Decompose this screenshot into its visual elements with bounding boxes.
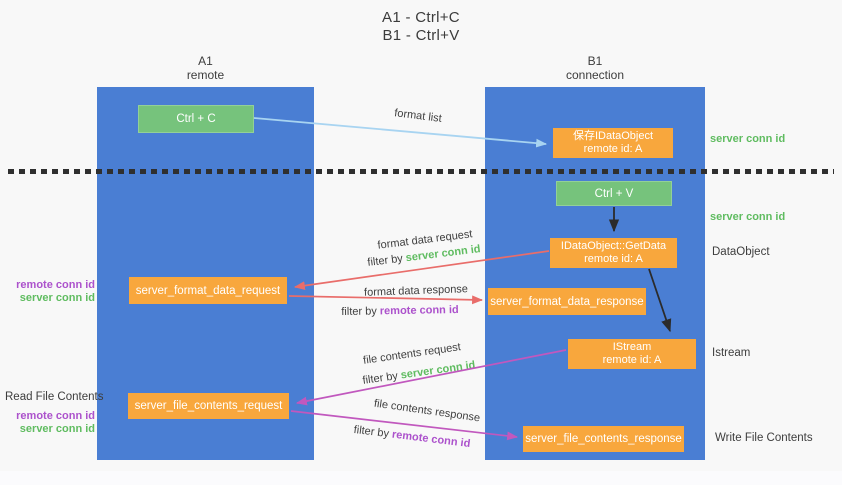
title-line-2: B1 - Ctrl+V: [382, 27, 460, 44]
server-file-contents-request-box: server_file_contents_request: [128, 393, 289, 419]
istream-line1: IStream: [612, 340, 652, 353]
format-request-conn-ids: remote conn id server conn id: [0, 279, 95, 305]
filter-by-text: filter by: [353, 423, 393, 441]
save-idataobject-box: 保存IDataObject remote id: A: [553, 128, 673, 158]
page-bottom-margin: [0, 471, 842, 485]
remote-column-subtitle: remote: [186, 68, 225, 82]
server-conn-id-text: server conn id: [19, 423, 95, 435]
file-contents-response-label: file contents response: [373, 397, 481, 425]
istream-box: IStream remote id: A: [568, 339, 696, 369]
read-file-contents-label: Read File Contents: [5, 391, 104, 403]
ctrl-c-box: Ctrl + C: [138, 105, 254, 133]
getdata-line1: IDataObject::GetData: [560, 239, 667, 252]
save-idataobject-line2: remote id: A: [583, 143, 643, 155]
remote-conn-id-text: remote conn id: [391, 428, 471, 451]
save-idataobject-line1: 保存IDataObject: [572, 129, 654, 142]
format-list-label: format list: [393, 107, 443, 125]
ctrl-v-box: Ctrl + V: [556, 181, 672, 206]
remote-column-header: A1 remote: [97, 54, 314, 82]
connection-column-title: B1: [587, 54, 603, 68]
server-conn-id-text: server conn id: [399, 359, 477, 382]
remote-conn-id-text: remote conn id: [16, 279, 95, 291]
connection-column-header: B1 connection: [485, 54, 705, 82]
server-format-data-request-box: server_format_data_request: [129, 277, 287, 304]
dataobject-label: DataObject: [712, 246, 770, 258]
remote-column-title: A1: [198, 54, 213, 68]
format-data-response-label: format data response: [363, 283, 469, 299]
format-response-filter-label: filter by remote conn id: [341, 304, 459, 318]
getdata-line2: remote id: A: [584, 253, 643, 265]
server-file-contents-response-box: server_file_contents_response: [523, 426, 684, 452]
filter-by-text: filter by: [361, 369, 402, 387]
file-response-filter-label: filter by remote conn id: [353, 424, 471, 450]
istream-side-label: Istream: [712, 347, 751, 359]
diagram-title: A1 - Ctrl+C B1 - Ctrl+V: [0, 9, 842, 45]
idataobject-getdata-box: IDataObject::GetData remote id: A: [550, 238, 677, 268]
filter-by-text: filter by: [366, 252, 407, 269]
server-conn-id-text: server conn id: [19, 292, 95, 304]
filter-by-text: filter by: [341, 305, 380, 319]
istream-line2: remote id: A: [602, 354, 662, 366]
server-conn-id-right-top: server conn id: [710, 133, 786, 145]
file-request-conn-ids: remote conn id server conn id: [0, 410, 95, 436]
connection-column-subtitle: connection: [565, 68, 625, 82]
remote-conn-id-text: remote conn id: [16, 410, 95, 422]
server-conn-id-right-mid: server conn id: [710, 211, 786, 223]
write-file-contents-label: Write File Contents: [715, 432, 813, 444]
remote-conn-id-text: remote conn id: [379, 303, 459, 318]
server-format-data-response-box: server_format_data_response: [488, 288, 646, 315]
title-line-1: A1 - Ctrl+C: [382, 9, 460, 26]
session-divider-dashed-line: [8, 169, 834, 174]
